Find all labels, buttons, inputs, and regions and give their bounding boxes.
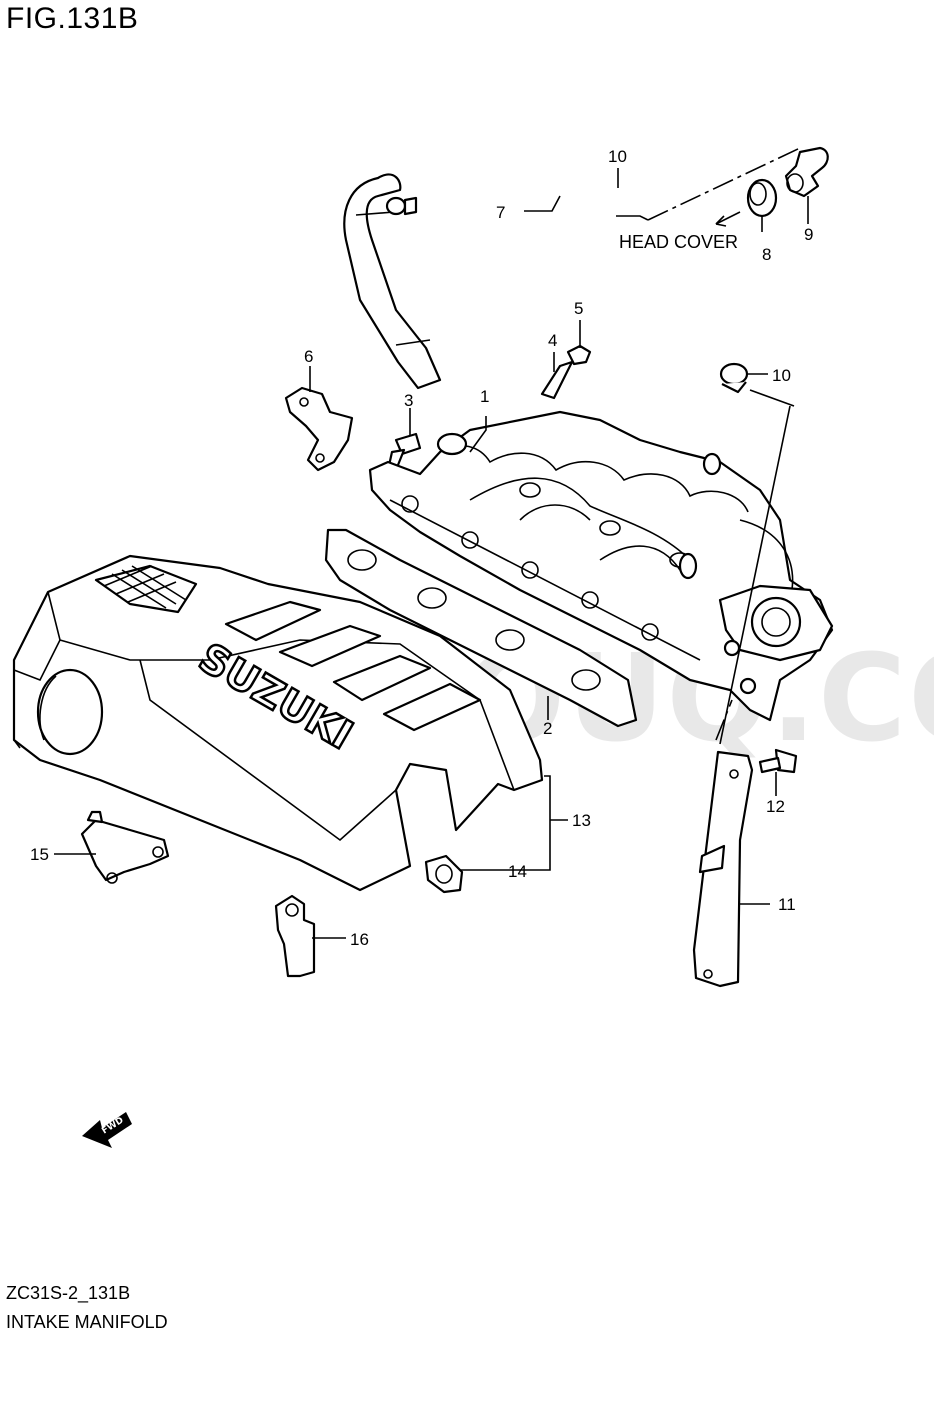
callout-15[interactable]: 15 [30, 845, 49, 864]
cover-mount-bracket[interactable] [80, 810, 170, 884]
callout-16[interactable]: 16 [350, 930, 369, 949]
callout-13[interactable]: 13 [572, 811, 591, 830]
callout-3[interactable]: 3 [404, 391, 413, 410]
callout-4[interactable]: 4 [548, 331, 557, 350]
cover-vent-grid [103, 565, 187, 609]
pcv-valve[interactable] [784, 146, 829, 198]
callout-5[interactable]: 5 [574, 299, 583, 318]
figure-title: FIG.131B [6, 2, 139, 35]
callout-11[interactable]: 11 [778, 895, 796, 914]
figure-name: INTAKE MANIFOLD [6, 1312, 168, 1332]
callout-1[interactable]: 1 [480, 387, 489, 406]
manifold-brace[interactable] [692, 750, 754, 988]
bolt-12[interactable] [758, 748, 798, 774]
intake-manifold[interactable] [368, 410, 834, 722]
manifold-bracket[interactable] [284, 386, 354, 472]
hose-clamp-lower[interactable] [719, 362, 749, 394]
fwd-arrow-icon: FWD [82, 1112, 132, 1148]
callout-12[interactable]: 12 [766, 797, 785, 816]
stud-bolt[interactable] [540, 360, 574, 400]
callout-8[interactable]: 8 [762, 245, 771, 264]
callout-10-upper[interactable]: 10 [608, 147, 627, 166]
figure-code: ZC31S-2_131B [6, 1283, 131, 1303]
head-cover-note: HEAD COVER [619, 232, 738, 252]
manifold-gasket[interactable] [324, 528, 638, 728]
pcv-grommet[interactable] [746, 178, 778, 218]
callout-7[interactable]: 7 [496, 203, 505, 222]
hose-clamp-upper[interactable] [385, 196, 418, 216]
cover-clip[interactable] [274, 894, 316, 978]
nut[interactable] [566, 344, 592, 366]
callout-9[interactable]: 9 [804, 225, 813, 244]
callout-numbers: 1 2 3 4 5 6 7 8 9 10 10 11 12 13 14 15 1… [30, 147, 813, 949]
engine-cover[interactable] [12, 554, 544, 892]
callout-14[interactable]: 14 [508, 862, 527, 881]
cover-grommet[interactable] [424, 854, 464, 894]
callout-10-lower[interactable]: 10 [772, 366, 791, 385]
breather-hose[interactable] [343, 173, 442, 390]
callout-2[interactable]: 2 [543, 719, 552, 738]
callout-6[interactable]: 6 [304, 347, 313, 366]
leader-lines [54, 168, 809, 939]
